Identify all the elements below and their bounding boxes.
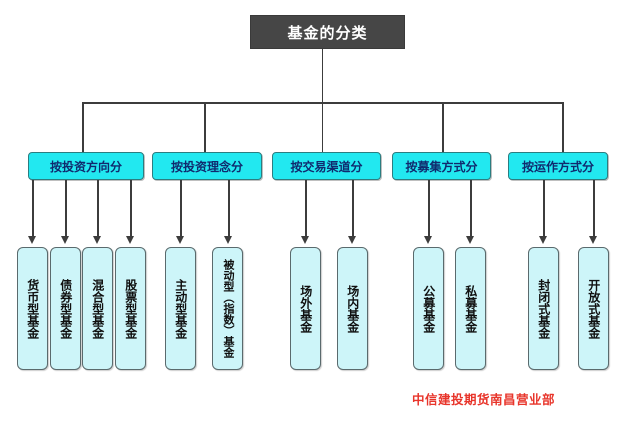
arrow-head-c3-l1	[301, 236, 309, 244]
connector-arrow-line-c1-l1	[32, 180, 34, 237]
leaf-box-money-market-fund[interactable]: 货币型基金	[17, 247, 48, 370]
connector-arrow-line-c4-l2	[470, 180, 472, 237]
category-box-trading-channel[interactable]: 按交易渠道分	[272, 152, 381, 180]
arrow-head-c4-l2	[466, 236, 474, 244]
leaf-box-active-fund[interactable]: 主动型基金	[165, 247, 196, 370]
leaf-box-private-fund[interactable]: 私募基金	[455, 247, 486, 370]
connector-arrow-line-c4-l1	[428, 180, 430, 237]
leaf-label: 被动型（指数）基金	[222, 259, 234, 358]
arrow-head-c3-l2	[348, 236, 356, 244]
leaf-label: 私募基金	[463, 284, 478, 333]
connector-bus-to-category-4	[442, 102, 444, 153]
category-box-fundraising-method[interactable]: 按募集方式分	[392, 152, 491, 180]
category-box-investment-direction[interactable]: 按投资方向分	[28, 152, 144, 180]
arrow-head-c1-l4	[126, 236, 134, 244]
leaf-box-hybrid-fund[interactable]: 混合型基金	[82, 247, 113, 370]
connector-root-stem	[321, 49, 323, 103]
leaf-box-otc-fund[interactable]: 场外基金	[290, 247, 321, 370]
leaf-box-public-fund[interactable]: 公募基金	[413, 247, 444, 370]
root-node-fund-classification: 基金的分类	[250, 15, 405, 49]
leaf-label: 场外基金	[298, 284, 313, 333]
leaf-label: 债券型基金	[58, 278, 73, 339]
leaf-label: 封闭式基金	[536, 278, 551, 339]
connector-arrow-line-c1-l3	[97, 180, 99, 237]
leaf-label: 主动型基金	[173, 278, 188, 339]
connector-arrow-line-c1-l4	[130, 180, 132, 237]
leaf-label: 公募基金	[421, 284, 436, 333]
leaf-box-exchange-traded-fund[interactable]: 场内基金	[337, 247, 368, 370]
arrow-head-c1-l3	[93, 236, 101, 244]
connector-arrow-line-c5-l2	[593, 180, 595, 237]
connector-bus-to-category-3	[321, 102, 323, 153]
leaf-box-equity-fund[interactable]: 股票型基金	[115, 247, 146, 370]
leaf-label: 场内基金	[345, 284, 360, 333]
footer-attribution: 中信建投期货南昌营业部	[412, 393, 556, 407]
leaf-box-closed-end-fund[interactable]: 封闭式基金	[528, 247, 559, 370]
leaf-label: 货币型基金	[25, 278, 40, 339]
connector-arrow-line-c2-l2	[228, 180, 230, 237]
category-box-investment-philosophy[interactable]: 按投资理念分	[152, 152, 262, 180]
leaf-box-bond-fund[interactable]: 债券型基金	[50, 247, 81, 370]
category-box-operation-method[interactable]: 按运作方式分	[508, 152, 608, 180]
arrow-head-c1-l2	[61, 236, 69, 244]
connector-arrow-line-c2-l1	[180, 180, 182, 237]
connector-arrow-line-c3-l2	[352, 180, 354, 237]
arrow-head-c2-l2	[224, 236, 232, 244]
connector-bus-to-category-1	[82, 102, 84, 153]
arrow-head-c1-l1	[28, 236, 36, 244]
leaf-box-open-end-fund[interactable]: 开放式基金	[578, 247, 609, 370]
arrow-head-c5-l1	[539, 236, 547, 244]
leaf-box-passive-index-fund[interactable]: 被动型（指数）基金	[212, 247, 243, 370]
connector-bus-to-category-2	[204, 102, 206, 153]
arrow-head-c4-l1	[424, 236, 432, 244]
connector-arrow-line-c1-l2	[65, 180, 67, 237]
arrow-head-c5-l2	[589, 236, 597, 244]
connector-arrow-line-c3-l1	[305, 180, 307, 237]
arrow-head-c2-l1	[176, 236, 184, 244]
leaf-label: 股票型基金	[123, 278, 138, 339]
leaf-label: 混合型基金	[90, 278, 105, 339]
connector-bus-to-category-5	[562, 102, 564, 153]
connector-arrow-line-c5-l1	[543, 180, 545, 237]
leaf-label: 开放式基金	[586, 278, 601, 339]
